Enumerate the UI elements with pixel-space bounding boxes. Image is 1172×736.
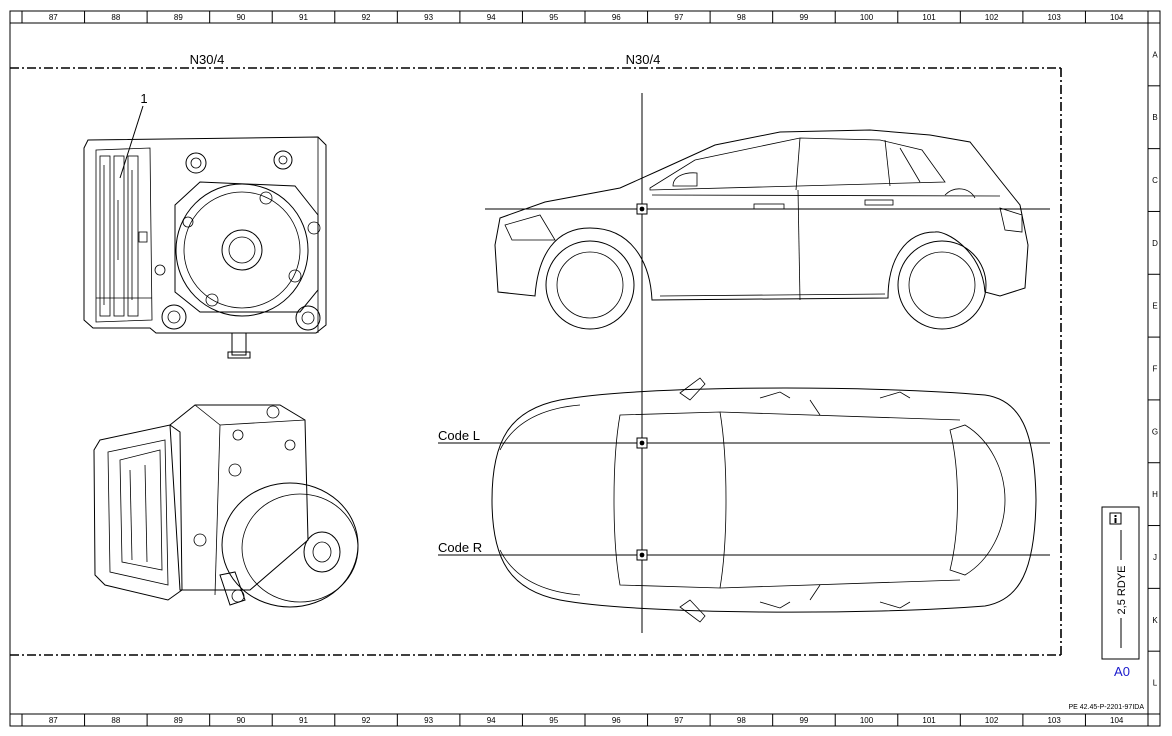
column-label-top-101: 101 <box>922 13 936 22</box>
column-ruler-top: 87 88 89 90 91 92 93 94 95 96 97 98 99 100 101 102 103 10… <box>21 11 1149 23</box>
callout-leader-line <box>119 105 144 179</box>
column-label-bottom-99: 99 <box>799 716 808 725</box>
column-label-top-102: 102 <box>985 13 999 22</box>
position-marker-side <box>636 203 648 215</box>
column-label-bottom-96: 96 <box>612 716 621 725</box>
column-label-top-87: 87 <box>49 13 58 22</box>
row-label-D: D <box>1152 239 1158 248</box>
row-label-F: F <box>1153 365 1158 374</box>
drawing-reference-number: PE 42.45-P-2201-97IDA <box>1069 704 1145 711</box>
row-label-C: C <box>1152 176 1158 185</box>
column-label-bottom-101: 101 <box>922 716 936 725</box>
column-label-top-104: 104 <box>1110 13 1124 22</box>
row-label-G: G <box>1152 427 1158 436</box>
drawing-frame <box>9 10 1161 727</box>
column-label-top-99: 99 <box>799 13 808 22</box>
column-label-bottom-97: 97 <box>674 716 683 725</box>
row-ruler-right: A B C D E F G H J K L <box>1148 22 1160 715</box>
row-label-H: H <box>1152 490 1158 499</box>
column-label-top-103: 103 <box>1047 13 1061 22</box>
info-icon <box>1109 512 1122 525</box>
column-ruler-bottom: 87 88 89 90 91 92 93 94 95 96 97 98 99 100 101 102 103 10… <box>21 714 1149 726</box>
position-marker-code-r <box>636 549 648 561</box>
wire-spec-text: 2,5 RDYE <box>1116 566 1128 615</box>
vehicle-top-view <box>491 377 1037 623</box>
column-label-top-94: 94 <box>487 13 496 22</box>
column-label-top-93: 93 <box>424 13 433 22</box>
row-label-K: K <box>1152 616 1158 625</box>
callout-number: 1 <box>140 91 147 106</box>
vehicle-side-view <box>494 129 1029 330</box>
component-label-right: N30/4 <box>626 52 661 67</box>
column-label-top-89: 89 <box>174 13 183 22</box>
reference-lines <box>438 93 1050 633</box>
column-label-top-88: 88 <box>111 13 120 22</box>
column-label-top-98: 98 <box>737 13 746 22</box>
sheet-size-label: A0 <box>1114 664 1130 679</box>
column-label-top-90: 90 <box>236 13 245 22</box>
column-label-bottom-88: 88 <box>111 716 120 725</box>
row-label-L: L <box>1153 679 1158 688</box>
column-label-bottom-104: 104 <box>1110 716 1124 725</box>
column-label-bottom-103: 103 <box>1047 716 1061 725</box>
column-label-top-95: 95 <box>549 13 558 22</box>
component-boundary <box>10 67 1062 656</box>
column-label-bottom-93: 93 <box>424 716 433 725</box>
column-label-bottom-94: 94 <box>487 716 496 725</box>
column-label-top-96: 96 <box>612 13 621 22</box>
column-label-bottom-92: 92 <box>362 716 371 725</box>
row-label-J: J <box>1153 553 1157 562</box>
column-label-bottom-89: 89 <box>174 716 183 725</box>
column-label-bottom-87: 87 <box>49 716 58 725</box>
component-label-left: N30/4 <box>190 52 225 67</box>
wire-info-box: 2,5 RDYE <box>1101 506 1140 660</box>
column-label-bottom-95: 95 <box>549 716 558 725</box>
column-label-top-91: 91 <box>299 13 308 22</box>
column-label-bottom-90: 90 <box>236 716 245 725</box>
column-label-bottom-102: 102 <box>985 716 999 725</box>
column-label-bottom-98: 98 <box>737 716 746 725</box>
column-label-top-92: 92 <box>362 13 371 22</box>
position-marker-code-l <box>636 437 648 449</box>
row-label-A: A <box>1152 50 1158 59</box>
abs-unit-front-view <box>83 136 327 359</box>
abs-unit-iso-view <box>93 404 359 608</box>
code-r-label: Code R <box>438 540 482 555</box>
code-l-label: Code L <box>438 428 480 443</box>
column-label-bottom-100: 100 <box>860 716 874 725</box>
column-label-top-100: 100 <box>860 13 874 22</box>
column-label-bottom-91: 91 <box>299 716 308 725</box>
column-label-top-97: 97 <box>674 13 683 22</box>
row-label-B: B <box>1152 113 1157 122</box>
row-label-E: E <box>1152 302 1157 311</box>
